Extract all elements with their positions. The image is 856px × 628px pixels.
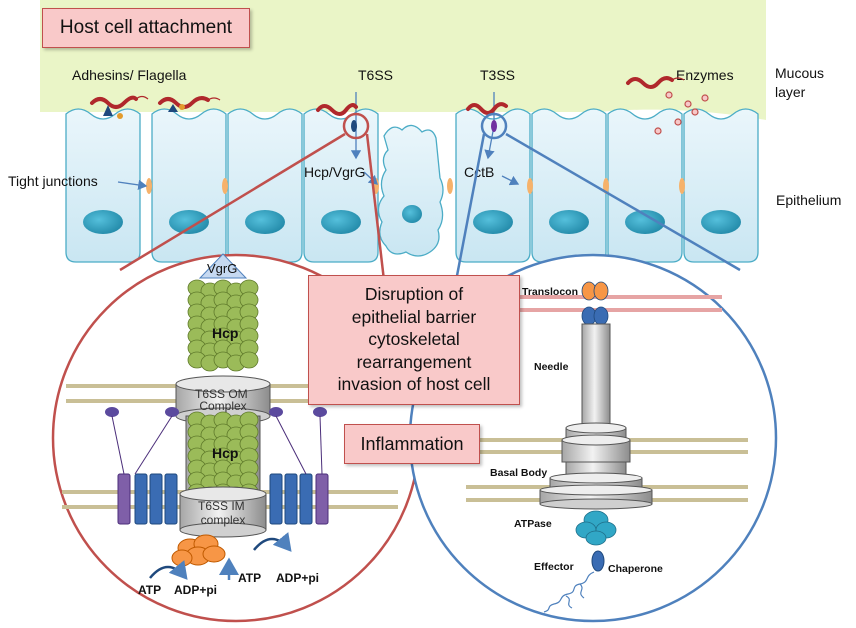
atp-right-arrow	[253, 532, 292, 552]
epithelial-cell	[607, 108, 683, 263]
tight-junction	[679, 178, 685, 194]
bacterium-enzyme	[626, 76, 674, 89]
flagellum-2	[207, 97, 221, 101]
cell-nucleus	[701, 210, 741, 234]
tight-junction-arrow	[117, 179, 148, 191]
hcp-vgrg-label: Hcp/VgrG	[304, 164, 365, 180]
atpase-label: ATPase	[514, 518, 552, 530]
effector-protein	[543, 571, 595, 613]
disruption-line-3: cytoskeletal	[368, 329, 460, 349]
t6ss-membrane-proteins-right	[269, 407, 329, 525]
t6ss-im-complex	[179, 486, 267, 538]
epithelial-cells	[65, 108, 759, 263]
t6ss-membrane-proteins-left	[105, 407, 179, 525]
disruption-line-5: invasion of host cell	[337, 374, 491, 394]
tight-junction	[222, 178, 228, 194]
disrupted-epithelial-cell	[377, 124, 444, 257]
cctb-arrow	[501, 175, 520, 186]
t6ss-label: T6SS	[358, 67, 393, 83]
t6ss-connector-left	[119, 132, 346, 272]
epithelial-cell	[227, 108, 303, 263]
adhesin-knob	[117, 113, 123, 119]
atp-left-label: ATP	[138, 583, 161, 597]
t3ss-detail: Translocon Needle Basal Body ATPase Effe…	[466, 281, 748, 613]
cell-nucleus	[473, 210, 513, 234]
adhesin-knob-2	[179, 104, 185, 110]
bacterium-adhesin-1	[90, 95, 138, 109]
disruption-line-2: epithelial barrier	[351, 306, 477, 327]
cctb-label: CctB	[464, 164, 494, 180]
host-cell-attachment-box: Host cell attachment	[42, 8, 250, 48]
epithelial-cell	[151, 108, 227, 263]
t6ss-apparatus-mini	[351, 120, 357, 132]
enzyme-dots	[654, 91, 709, 135]
enzymes-label: Enzymes	[676, 67, 734, 83]
t3ss-atpase	[575, 510, 617, 546]
needle	[581, 323, 611, 431]
vgrg-spike	[198, 253, 248, 279]
atp-left-arrow	[149, 560, 188, 580]
hcp-top-label: Hcp	[212, 325, 238, 341]
disruption-line-4: rearrangement	[356, 351, 472, 372]
adp-right-label: ADP+pi	[276, 571, 319, 585]
t6ss-zoom-origin	[342, 112, 370, 140]
cell-nucleus	[549, 210, 589, 234]
vgrg-label: VgrG	[207, 261, 237, 276]
t3ss-label: T3SS	[480, 67, 515, 83]
adhesin-icon	[103, 105, 113, 116]
t6ss-detail: VgrG Hcp T6SS OM Complex Hcp T6SS IM com…	[62, 253, 402, 597]
chaperone-label: Chaperone	[608, 563, 663, 575]
atp-right-label: ATP	[238, 571, 261, 585]
basal-body-label: Basal Body	[490, 467, 547, 479]
tight-junction	[146, 178, 152, 194]
clpv-atpase	[171, 534, 226, 567]
bacteria	[90, 76, 709, 135]
disruption-box: Disruption of epithelial barrier cytoske…	[308, 275, 520, 405]
tight-junction	[527, 178, 533, 194]
hcp-tube-top	[187, 279, 259, 372]
tight-junctions-label: Tight junctions	[8, 173, 98, 189]
inflammation-box: Inflammation	[344, 424, 480, 464]
hcp-mid-label: Hcp	[212, 445, 238, 461]
epithelial-cell	[683, 108, 759, 263]
adhesin-icon-2	[168, 104, 178, 112]
effector-label: Effector	[534, 561, 574, 573]
disruption-line-1: Disruption of	[364, 284, 464, 304]
translocon-label: Translocon	[522, 286, 578, 298]
om-complex-label: T6SS OM Complex	[195, 387, 251, 413]
host-membrane	[512, 295, 722, 312]
flagellum	[135, 95, 149, 100]
t3ss-connector-right	[505, 132, 741, 272]
cell-nucleus	[321, 210, 361, 234]
bacterium-enzyme-flag	[671, 77, 685, 81]
hcp-arrow	[363, 171, 378, 185]
basal-body	[539, 422, 653, 510]
adhesins-flagella-label: Adhesins/ Flagella	[72, 67, 187, 83]
cell-nucleus	[245, 210, 285, 234]
t3ss-zoom-origin	[480, 112, 508, 140]
hcp-ring	[239, 351, 259, 369]
host-cell-attachment-text: Host cell attachment	[59, 17, 233, 38]
bacterium-t3ss	[466, 102, 508, 115]
chaperone	[591, 550, 605, 572]
mucous-label: Mucous layer	[775, 65, 828, 100]
disrupted-cell-nucleus	[402, 205, 422, 223]
needle-label: Needle	[534, 361, 569, 373]
bacterium-t6ss	[316, 103, 358, 116]
inflammation-text: Inflammation	[360, 434, 464, 454]
t3ss-apparatus-mini	[491, 120, 497, 132]
epithelium-label: Epithelium	[776, 192, 841, 208]
im-complex-label: T6SS IM complex	[198, 499, 248, 527]
tight-junction	[447, 178, 453, 194]
cell-nucleus	[625, 210, 665, 234]
cell-nucleus	[83, 210, 123, 234]
adp-left-label: ADP+pi	[174, 583, 217, 597]
cell-nucleus	[169, 210, 209, 234]
